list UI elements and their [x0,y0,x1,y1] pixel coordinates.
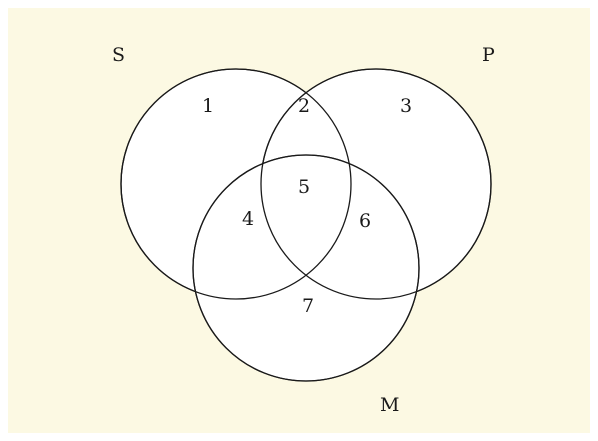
region-label-1: 1 [202,95,214,117]
region-label-2: 2 [298,95,310,117]
circle-p [260,68,492,300]
region-label-6: 6 [359,210,371,232]
region-label-7: 7 [302,295,314,317]
circle-m [192,154,420,382]
region-label-4: 4 [242,208,254,230]
region-label-5: 5 [298,176,310,198]
set-label-m: M [380,394,399,416]
region-label-3: 3 [400,95,412,117]
set-label-s: S [112,44,125,66]
set-label-p: P [482,44,495,66]
circle-s [120,68,352,300]
